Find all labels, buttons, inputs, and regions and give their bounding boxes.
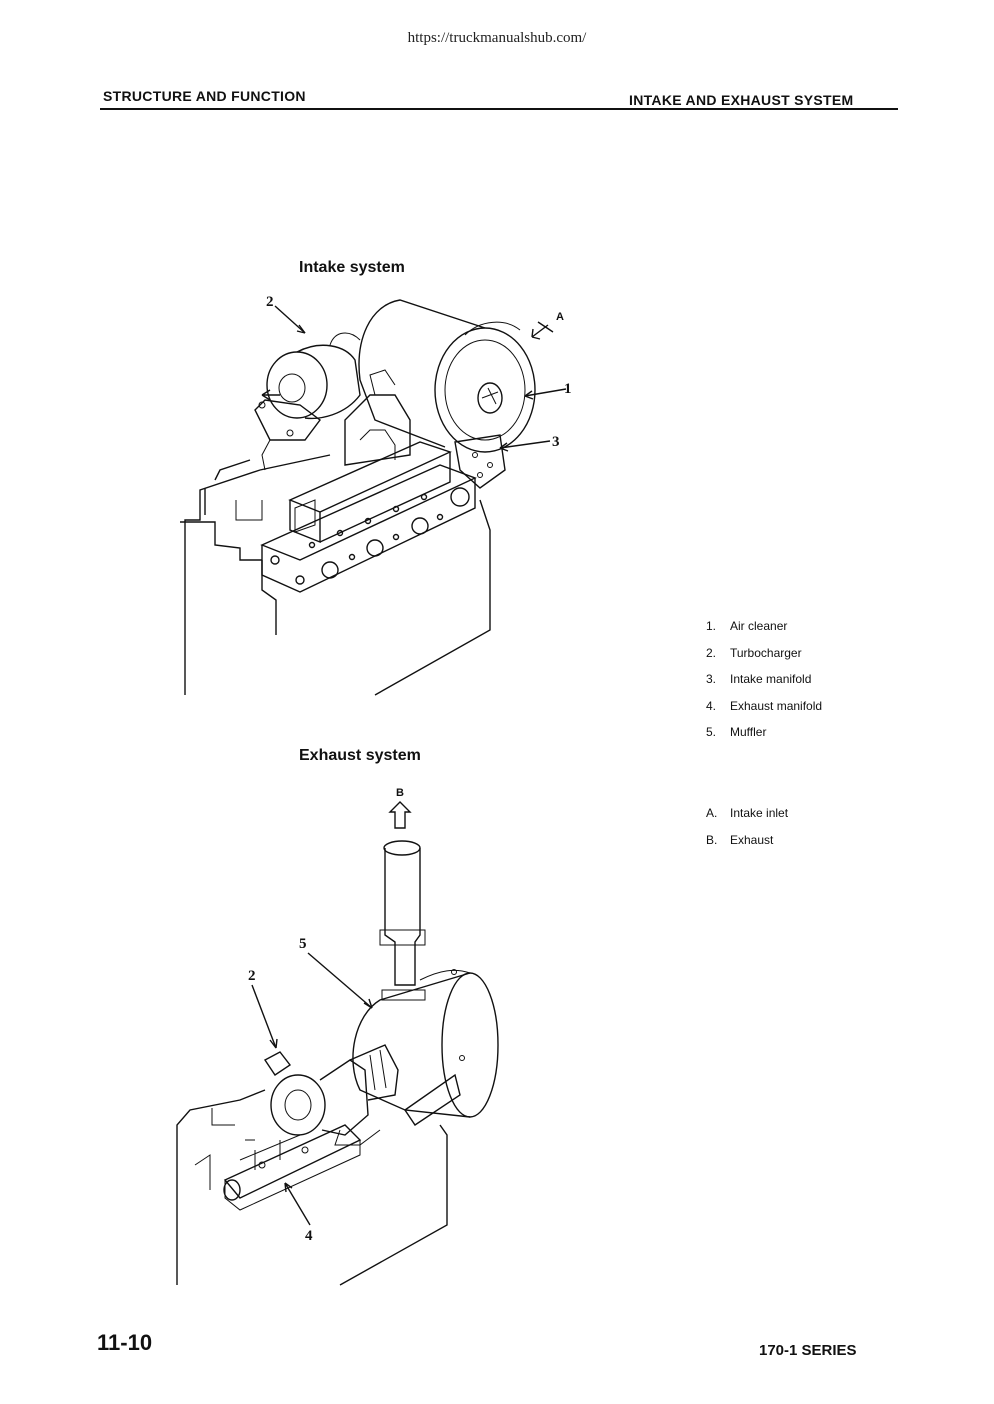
legend-item: 3.Intake manifold [706, 672, 812, 686]
intake-callout-2: 2 [266, 294, 274, 310]
flow-legend: A.Intake inlet B.Exhaust [706, 806, 788, 859]
exhaust-system-title: Exhaust system [299, 747, 421, 764]
legend-item: 1.Air cleaner [706, 619, 788, 633]
intake-system-title: Intake system [299, 259, 405, 276]
exhaust-callout-b: B [396, 787, 404, 799]
legend-item: 5.Muffler [706, 725, 767, 739]
legend-item: B.Exhaust [706, 832, 774, 847]
legend-item: 2.Turbocharger [706, 645, 802, 660]
parts-legend: 1.Air cleaner 2.Turbocharger 3.Intake ma… [706, 619, 822, 752]
intake-callout-a: A [556, 311, 564, 323]
exhaust-callout-5: 5 [299, 936, 307, 952]
exhaust-callout-2: 2 [248, 968, 256, 984]
topic-heading: INTAKE AND EXHAUST SYSTEM [629, 92, 854, 108]
legend-item: 4.Exhaust manifold [706, 698, 823, 713]
series-label: 170-1 SERIES [759, 1342, 857, 1359]
intake-system-drawing: 2 1 3 A [180, 294, 572, 696]
exhaust-system-drawing: 2 5 4 B [176, 787, 499, 1286]
intake-callout-3: 3 [552, 434, 560, 450]
header-rule [100, 108, 898, 110]
section-heading: STRUCTURE AND FUNCTION [103, 88, 306, 104]
intake-callout-1: 1 [564, 381, 572, 397]
legend-item: A.Intake inlet [706, 806, 789, 820]
page-number: 11-10 [97, 1330, 153, 1355]
source-url: https://truckmanualshub.com/ [407, 30, 587, 46]
exhaust-callout-4: 4 [305, 1228, 313, 1244]
